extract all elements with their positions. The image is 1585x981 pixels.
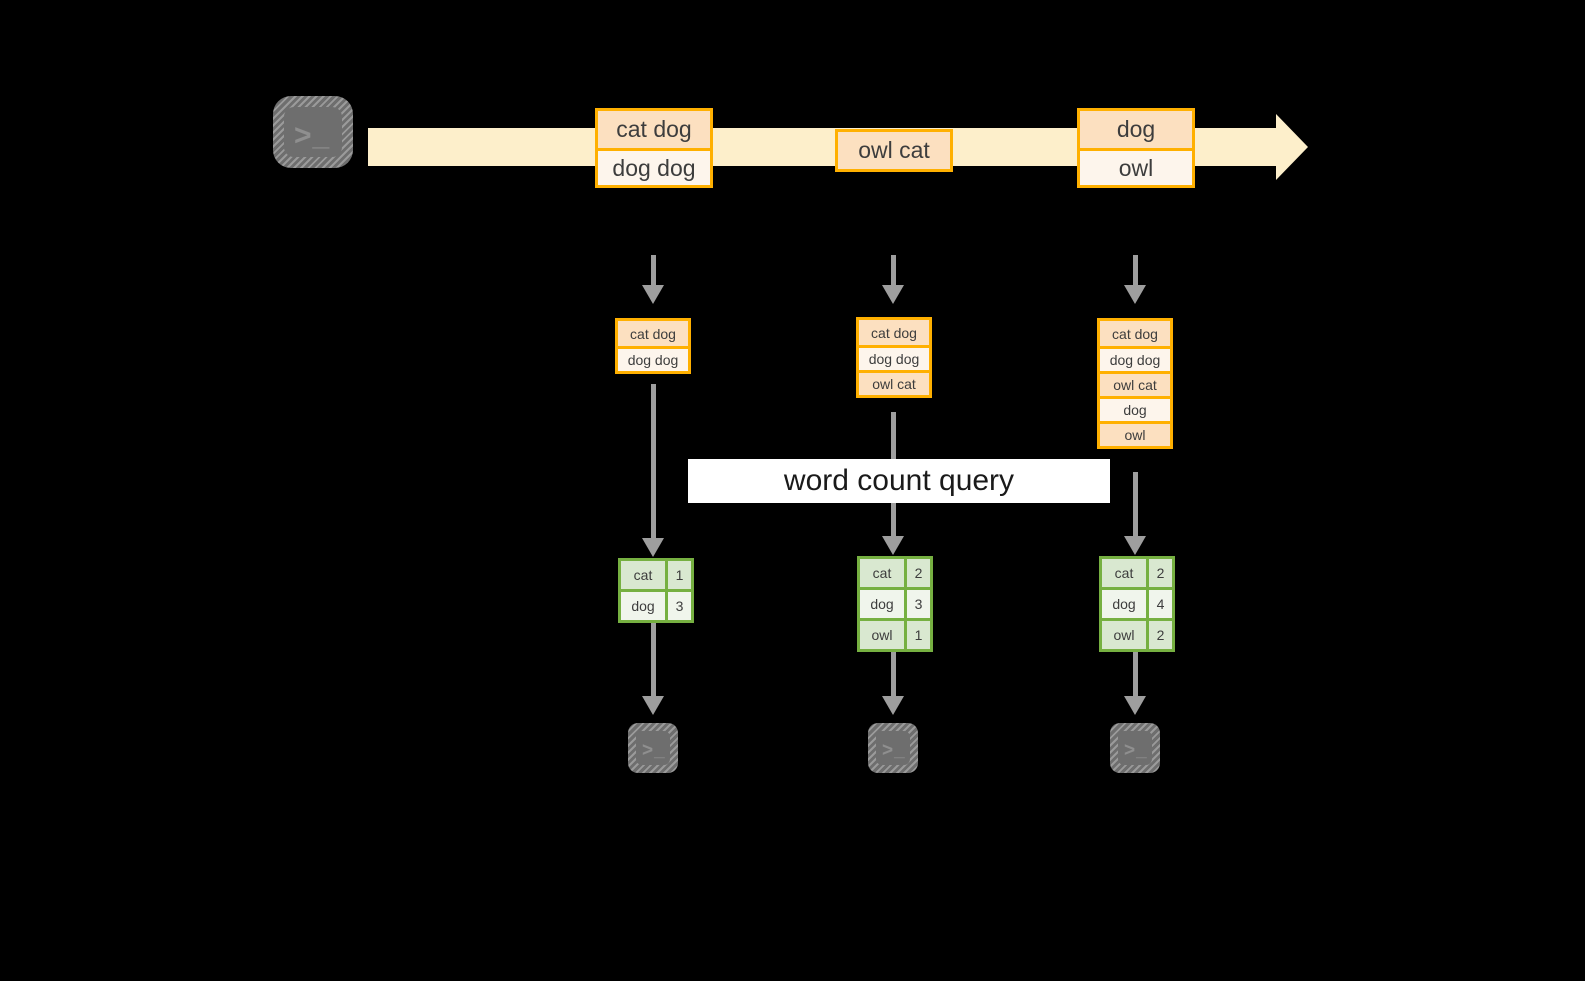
terminal-icon: >_ <box>273 96 353 168</box>
trigger-connector-arrowhead <box>1124 285 1146 304</box>
prompt-glyph: >_ <box>642 740 666 761</box>
word-cell: dog <box>860 590 904 618</box>
sink-connector-2 <box>891 650 896 705</box>
icon-body <box>636 731 670 765</box>
count-cell: 3 <box>665 592 691 620</box>
trigger-connector-dashed <box>651 255 656 287</box>
table-row: dog 3 <box>621 589 691 620</box>
trigger-connector-arrowhead <box>642 285 664 304</box>
stream-batch-2: owl cat <box>835 129 953 172</box>
terminal-icon: >_ <box>1110 723 1160 773</box>
accumulated-messages-3: cat dog dog dog owl cat dog owl <box>1097 318 1173 449</box>
sink-connector-arrowhead-3 <box>1124 696 1146 715</box>
stream-batch-3: dog owl <box>1077 108 1195 188</box>
icon-body <box>876 731 910 765</box>
count-cell: 3 <box>904 590 930 618</box>
word-cell: cat <box>860 559 904 587</box>
message-cell: cat dog <box>618 321 688 346</box>
query-connector-1 <box>651 384 656 546</box>
word-cell: cat <box>1102 559 1146 587</box>
message-cell: owl <box>1100 421 1170 446</box>
query-banner-label: word count query <box>783 464 1015 497</box>
count-cell: 4 <box>1146 590 1172 618</box>
query-connector-arrowhead-1 <box>642 538 664 557</box>
count-cell: 1 <box>665 561 691 589</box>
message-cell: owl <box>1080 148 1192 185</box>
message-cell: owl cat <box>1100 371 1170 396</box>
stream-batch-1: cat dog dog dog <box>595 108 713 188</box>
icon-body <box>1118 731 1152 765</box>
message-cell: cat dog <box>1100 321 1170 346</box>
table-row: cat 2 <box>860 559 930 587</box>
table-row: dog 3 <box>860 587 930 618</box>
trigger-connector-dashed <box>891 255 896 287</box>
message-cell: dog dog <box>1100 346 1170 371</box>
accumulated-messages-2: cat dog dog dog owl cat <box>856 317 932 398</box>
query-connector-arrowhead-2 <box>882 536 904 555</box>
table-row: cat 1 <box>621 561 691 589</box>
message-cell: dog <box>1080 111 1192 148</box>
query-banner: word count query <box>688 459 1110 503</box>
message-cell: owl cat <box>859 370 929 395</box>
word-cell: owl <box>860 621 904 649</box>
trigger-connector-dashed <box>1133 255 1138 287</box>
icon-body <box>284 107 342 157</box>
table-row: cat 2 <box>1102 559 1172 587</box>
message-cell: cat dog <box>598 111 710 148</box>
accumulated-messages-1: cat dog dog dog <box>615 318 691 374</box>
message-cell: dog dog <box>859 345 929 370</box>
count-cell: 2 <box>1146 621 1172 649</box>
message-cell: dog <box>1100 396 1170 421</box>
message-cell: dog dog <box>598 148 710 185</box>
word-cell: cat <box>621 561 665 589</box>
word-cell: owl <box>1102 621 1146 649</box>
prompt-glyph: >_ <box>294 119 331 152</box>
message-cell: cat dog <box>859 320 929 345</box>
arrow-head <box>1276 114 1308 180</box>
count-cell: 2 <box>1146 559 1172 587</box>
result-table-1: cat 1 dog 3 <box>618 558 694 623</box>
message-cell: dog dog <box>618 346 688 371</box>
result-table-2: cat 2 dog 3 owl 1 <box>857 556 933 652</box>
table-row: owl 1 <box>860 618 930 649</box>
sink-connector-arrowhead-2 <box>882 696 904 715</box>
terminal-icon: >_ <box>628 723 678 773</box>
query-connector-arrowhead-3 <box>1124 536 1146 555</box>
word-cell: dog <box>1102 590 1146 618</box>
count-cell: 1 <box>904 621 930 649</box>
prompt-glyph: >_ <box>1124 740 1148 761</box>
message-cell: owl cat <box>838 132 950 169</box>
prompt-glyph: >_ <box>882 740 906 761</box>
count-cell: 2 <box>904 559 930 587</box>
sink-connector-arrowhead-1 <box>642 696 664 715</box>
result-table-3: cat 2 dog 4 owl 2 <box>1099 556 1175 652</box>
table-row: owl 2 <box>1102 618 1172 649</box>
sink-connector-3 <box>1133 650 1138 705</box>
table-row: dog 4 <box>1102 587 1172 618</box>
sink-connector-1 <box>651 620 656 704</box>
query-connector-3 <box>1133 472 1138 544</box>
terminal-icon: >_ <box>868 723 918 773</box>
word-cell: dog <box>621 592 665 620</box>
trigger-connector-arrowhead <box>882 285 904 304</box>
